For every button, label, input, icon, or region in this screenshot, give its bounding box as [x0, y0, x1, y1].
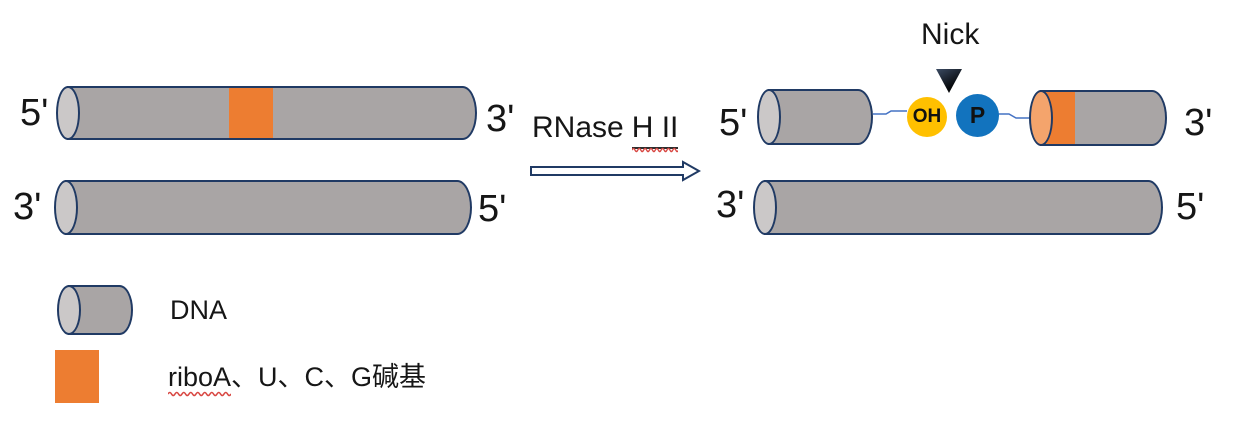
dna-strand-end-cap — [56, 86, 80, 140]
product-downstream-fragment-cylinder — [1029, 90, 1167, 146]
ribonucleotide-band — [229, 88, 273, 138]
enzyme-name-suffix: H II — [631, 111, 679, 144]
product-bottom-strand-3prime-label: 3' — [716, 184, 745, 226]
ribo-end-cap — [1029, 90, 1053, 146]
dna-strand-end-cap — [753, 180, 777, 235]
hydroxyl-label: OH — [912, 106, 942, 127]
legend-dna-cylinder — [57, 285, 133, 335]
legend-dna-label: DNA — [170, 295, 228, 325]
legend-ribo-square — [55, 350, 99, 403]
substrate-top-strand-5prime-label: 5' — [20, 92, 49, 134]
enzyme-name-prefix: RNase — [532, 111, 624, 144]
substrate-top-strand-3prime-label: 3' — [486, 98, 515, 140]
hydroxyl-end-badge: OH — [907, 97, 947, 137]
reaction-arrow-icon — [530, 160, 701, 182]
phosphate-end-badge: P — [956, 94, 999, 137]
dna-strand-end-cap — [757, 89, 781, 145]
substrate-bottom-strand-3prime-label: 3' — [13, 186, 42, 228]
legend-ribo-prefix-wrap: riboA — [168, 361, 232, 397]
dna-strand-end-cap — [54, 180, 78, 235]
nick-label: Nick — [921, 18, 980, 51]
dna-strand-end-cap — [57, 285, 81, 335]
dna-strand-body — [768, 89, 873, 145]
spellcheck-squiggle-icon — [168, 392, 232, 397]
substrate-bottom-strand-cylinder — [54, 180, 472, 235]
legend-ribo-suffix: 、U、C、G碱基 — [231, 362, 427, 392]
product-top-strand-5prime-label: 5' — [719, 102, 748, 144]
product-bottom-strand-5prime-label: 5' — [1176, 186, 1205, 228]
product-top-strand-3prime-label: 3' — [1184, 102, 1213, 144]
product-upstream-fragment-cylinder — [757, 89, 873, 145]
substrate-bottom-strand-5prime-label: 5' — [478, 188, 507, 230]
legend-ribo-prefix: riboA — [168, 362, 232, 392]
substrate-top-strand-cylinder — [56, 86, 477, 140]
dna-strand-body-with-ribo — [1040, 90, 1167, 146]
backbone-connector-lines — [873, 110, 1030, 119]
dna-strand-body — [764, 180, 1163, 235]
phosphate-label: P — [969, 102, 986, 128]
nick-pointer-triangle-icon — [936, 69, 962, 93]
legend-ribo-label: riboA、U、C、G碱基 — [168, 361, 427, 397]
product-bottom-strand-cylinder — [753, 180, 1163, 235]
dna-strand-body — [67, 86, 477, 140]
spellcheck-squiggle-icon — [631, 147, 679, 153]
dna-strand-body — [65, 180, 472, 235]
enzyme-name-suffix-wrap: H II — [631, 110, 679, 153]
